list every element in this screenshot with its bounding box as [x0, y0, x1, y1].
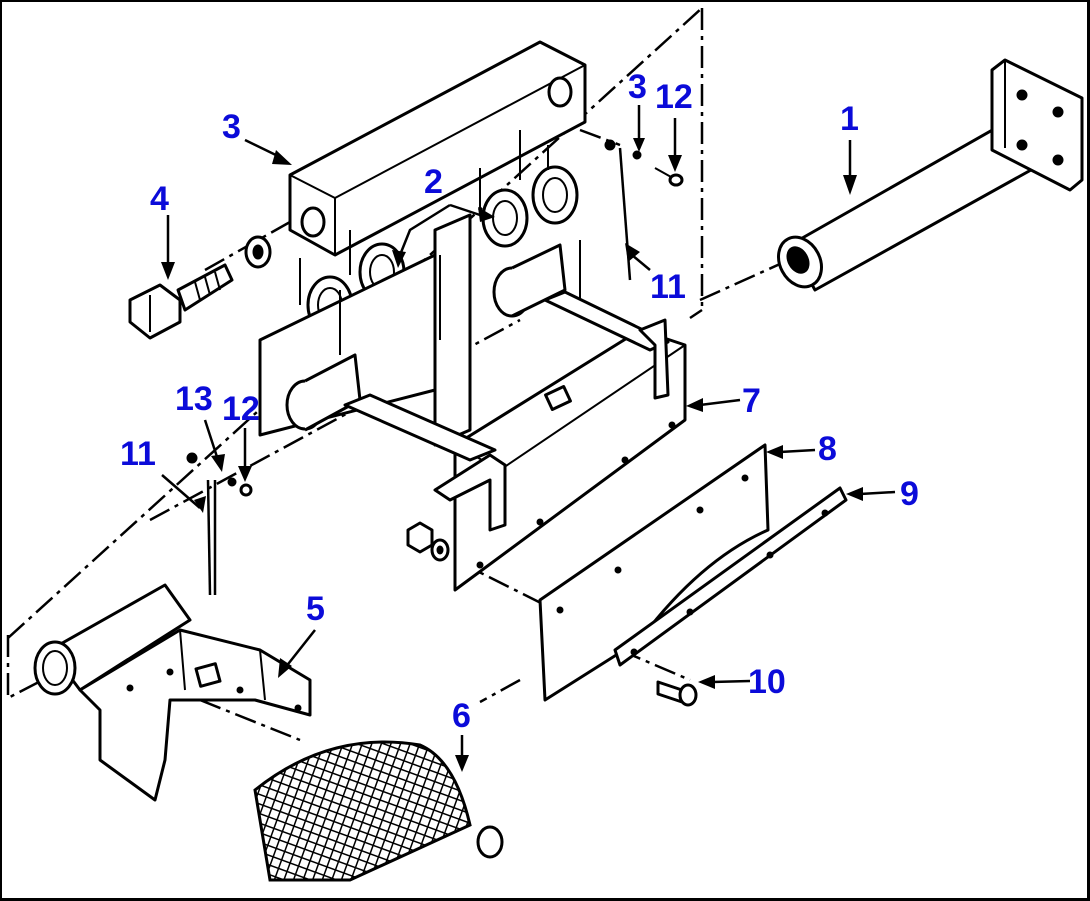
- callout-12-left: 12: [222, 390, 260, 428]
- part-9-strip: [613, 486, 848, 667]
- part-10-screw: [656, 680, 698, 707]
- leader-lines: [161, 105, 896, 772]
- nut-and-washer: [406, 521, 450, 562]
- callout-6: 6: [452, 697, 471, 735]
- part-5-lower-bracket: [33, 583, 312, 802]
- callout-1: 1: [840, 100, 859, 138]
- part-6-mesh-guard: [253, 740, 504, 882]
- callout-11-right: 11: [650, 268, 686, 306]
- part-1-shaft: [777, 58, 1084, 292]
- callout-13: 13: [175, 380, 213, 418]
- callout-3-right: 3: [628, 68, 647, 106]
- part-7-bracket: [258, 213, 687, 592]
- callout-labels: 1 2 3 3 12 4 11 7 8 9 13 12 11 5 6 10: [120, 68, 919, 735]
- callout-8: 8: [818, 430, 837, 468]
- callout-12-right: 12: [655, 78, 693, 116]
- callout-5: 5: [306, 590, 325, 628]
- part-4-bolt: [128, 235, 272, 340]
- callout-11-left: 11: [120, 435, 156, 473]
- small-hardware-top: [604, 139, 684, 281]
- callout-9: 9: [900, 475, 919, 513]
- callout-7: 7: [742, 382, 761, 420]
- callout-10: 10: [748, 663, 786, 701]
- callout-3-upper: 3: [222, 108, 241, 146]
- callout-4: 4: [150, 180, 169, 218]
- part-3-upper-block: [288, 40, 587, 257]
- small-hardware-left: [186, 452, 253, 596]
- callout-2: 2: [424, 163, 443, 201]
